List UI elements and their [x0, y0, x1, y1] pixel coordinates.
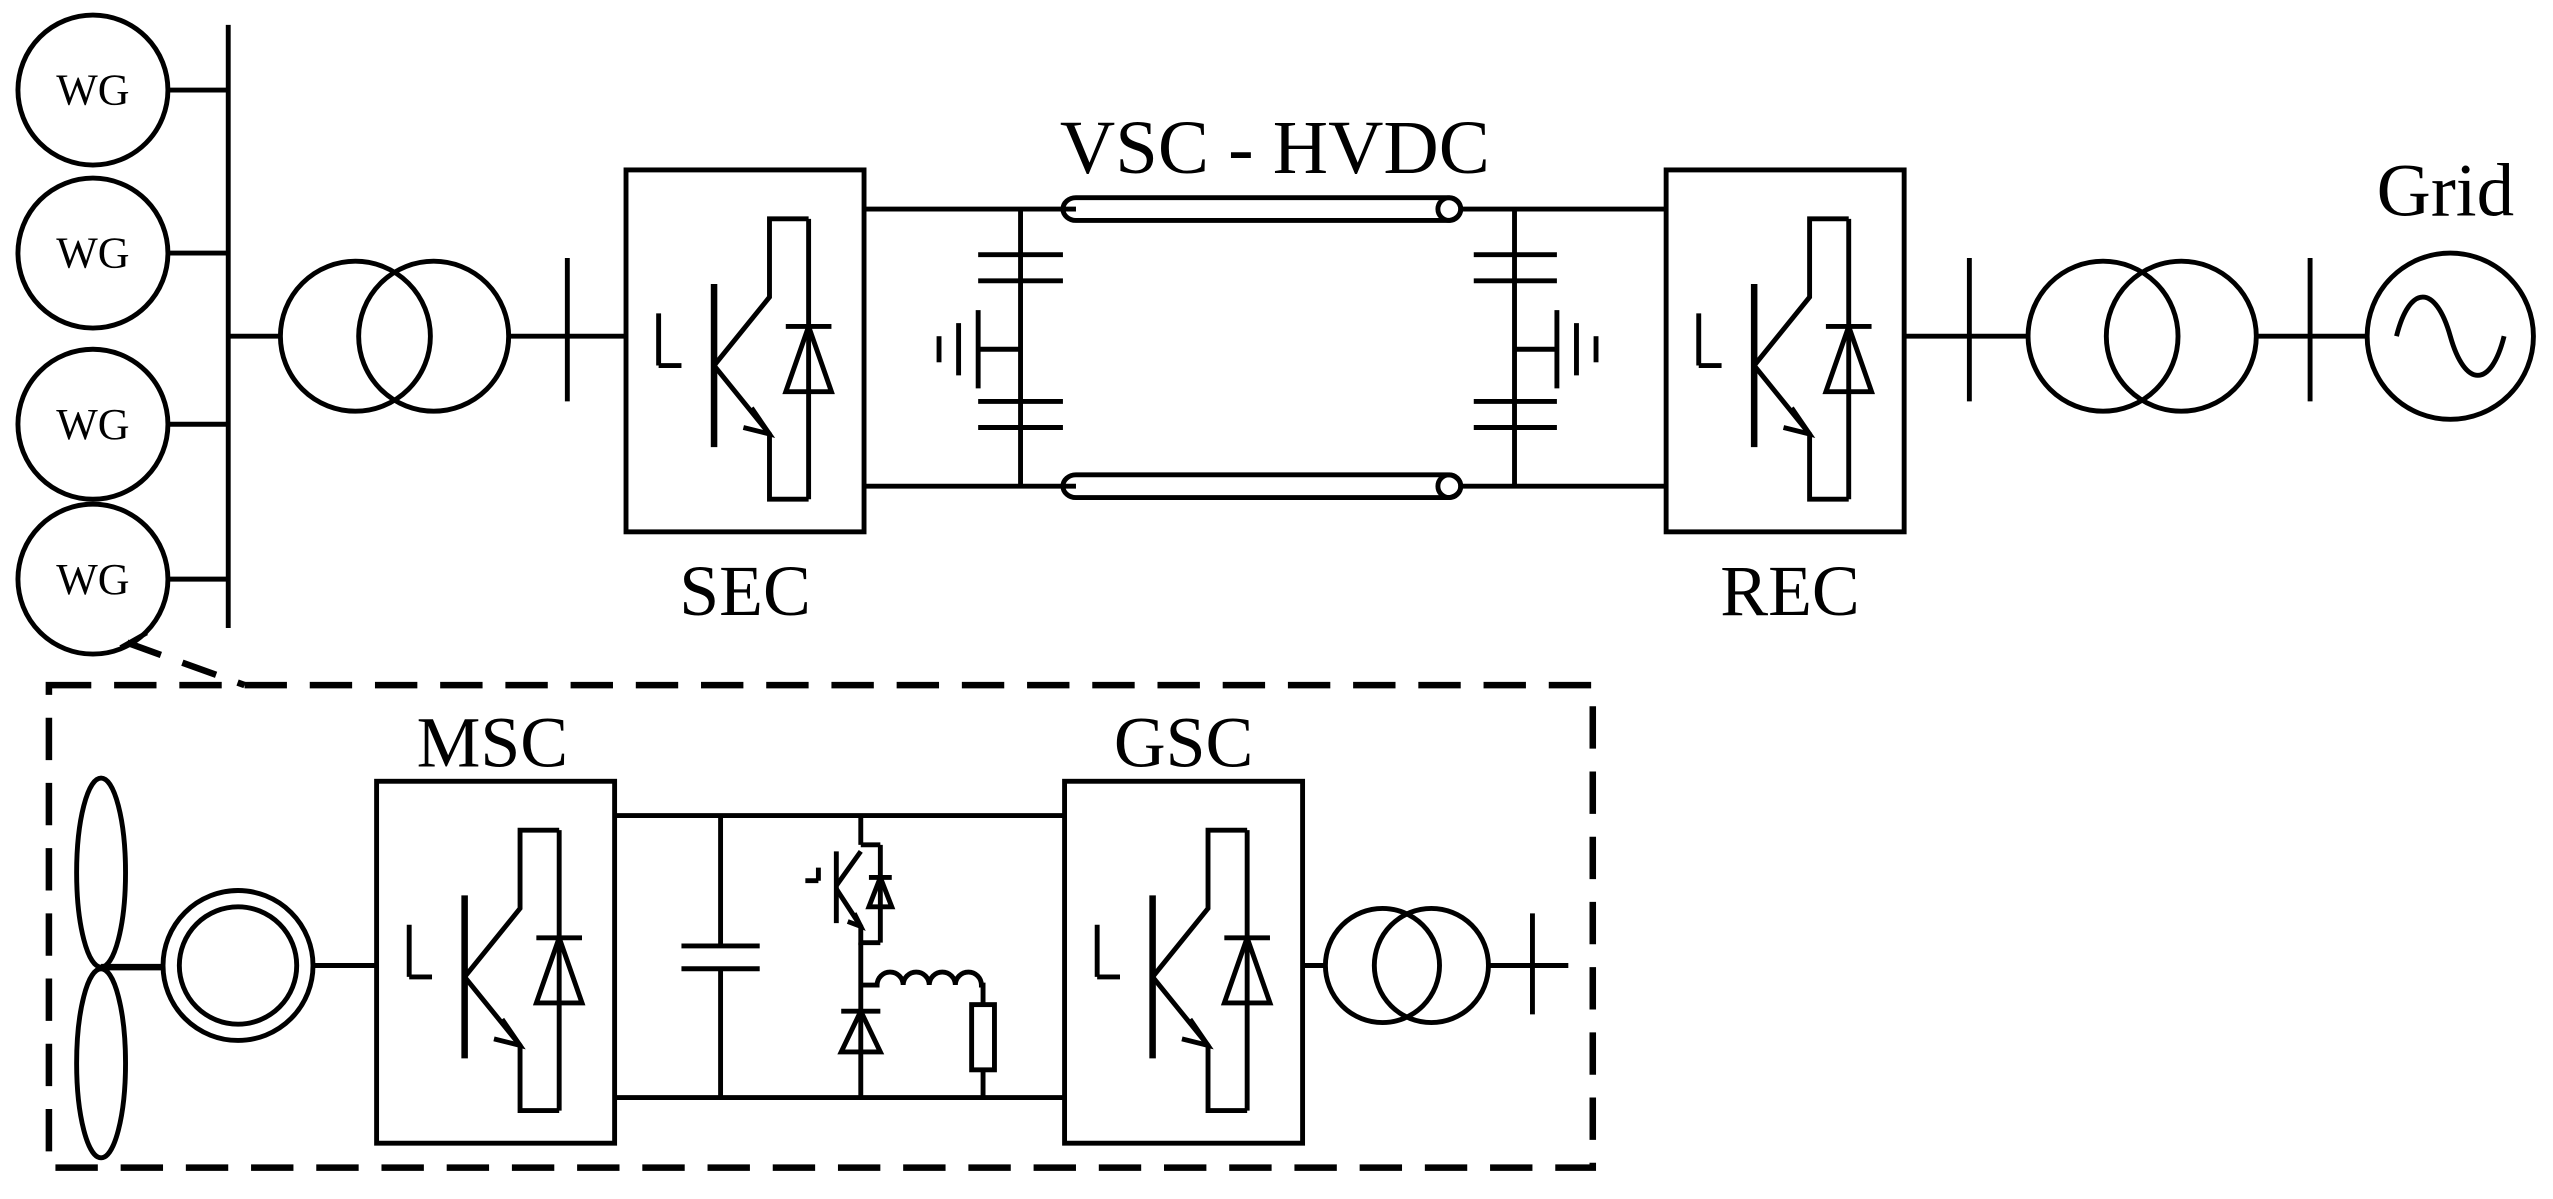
detail-callout-leader [119, 630, 246, 689]
collector-bus [167, 24, 281, 629]
sine-wave-icon [2394, 294, 2507, 378]
onshore-transformer [1904, 257, 2368, 414]
wind-generator-4: WG [15, 501, 171, 657]
wind-generator-2: WG [15, 175, 171, 331]
sec-label: SEC [679, 551, 811, 631]
rec-label: REC [1720, 551, 1859, 631]
rec-converter: REC [1663, 167, 1907, 631]
detail-dashed-frame [45, 681, 1597, 1171]
hvdc-cable-positive [1060, 195, 1464, 223]
dc-link-sending-end [864, 206, 1076, 489]
offshore-transformer [277, 257, 627, 414]
turbine-rotor-icon [74, 775, 164, 1161]
dc-link-receiving-end [1460, 206, 1667, 489]
gsc-label: GSC [1114, 703, 1254, 783]
wind-generator-3: WG [15, 346, 171, 502]
wind-generator-label: WG [56, 66, 129, 115]
ac-grid-source: Grid [2364, 150, 2536, 422]
wind-generator-label: WG [56, 229, 129, 278]
sec-converter: SEC [623, 167, 867, 631]
wind-generator-1: WG [15, 12, 171, 168]
grid-label: Grid [2377, 150, 2514, 233]
dc-link-with-chopper [614, 813, 1065, 1100]
msc-converter: MSC [374, 703, 618, 1146]
wind-generator-label: WG [56, 400, 129, 449]
pmsg-generator [160, 888, 377, 1043]
hvdc-cable-negative [1060, 472, 1464, 501]
turbine-transformer [1302, 905, 1569, 1025]
wind-generator-label: WG [56, 555, 129, 604]
gsc-converter: GSC [1062, 703, 1306, 1146]
hvdc-link-label: VSC - HVDC [1060, 105, 1490, 190]
msc-label: MSC [417, 703, 568, 783]
